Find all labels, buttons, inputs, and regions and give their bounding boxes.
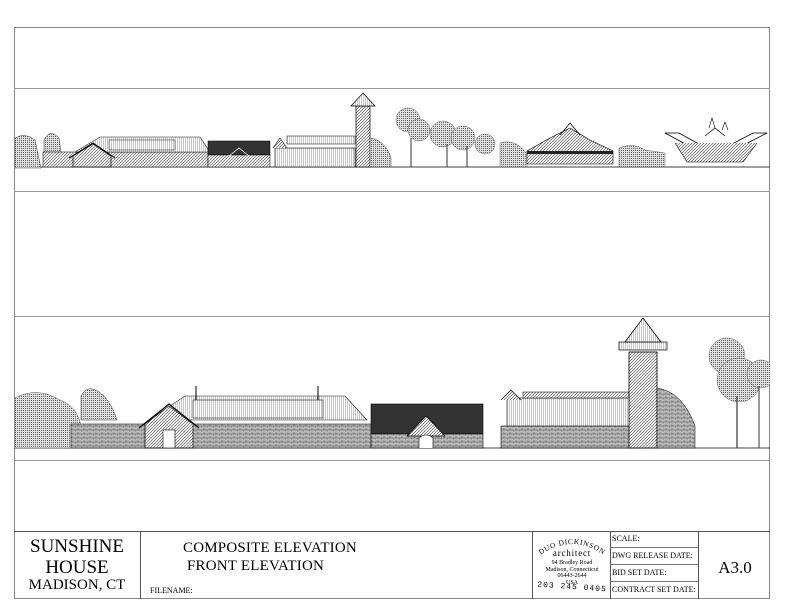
contract-set-date-label: CONTRACT SET DATE: xyxy=(612,585,696,594)
band-line-4 xyxy=(14,460,770,461)
firm-name-bottom: architect xyxy=(553,548,591,558)
composite-elevation-drawing xyxy=(15,92,770,169)
filename-label: FILENAME: xyxy=(150,586,193,595)
band-line-2 xyxy=(14,191,770,192)
dwg-release-date-label: DWG RELEASE DATE: xyxy=(612,551,693,560)
project-name: SUNSHINE HOUSE xyxy=(30,536,124,578)
front-elevation-drawing xyxy=(15,317,770,449)
title-block xyxy=(14,531,770,600)
band-line-1 xyxy=(14,88,770,89)
firm-stamp: DUO DICKINSON architect xyxy=(537,537,607,558)
tower xyxy=(628,351,658,449)
drawing-sheet-border xyxy=(14,27,770,599)
tree-group xyxy=(395,107,528,168)
sheet-number: A3.0 xyxy=(718,558,752,577)
project-location: MADISON, CT xyxy=(28,577,126,593)
band-line-3 xyxy=(14,316,770,317)
shrub-left xyxy=(15,135,42,169)
drawing-title-2: FRONT ELEVATION xyxy=(187,558,325,574)
bid-set-date-label: BID SET DATE: xyxy=(612,568,667,577)
firm-address: 94 Bradley Road Madison, Connecticut 064… xyxy=(545,560,599,586)
scale-label: SCALE: xyxy=(612,534,640,543)
drawing-title-1: COMPOSITE ELEVATION xyxy=(183,540,357,556)
